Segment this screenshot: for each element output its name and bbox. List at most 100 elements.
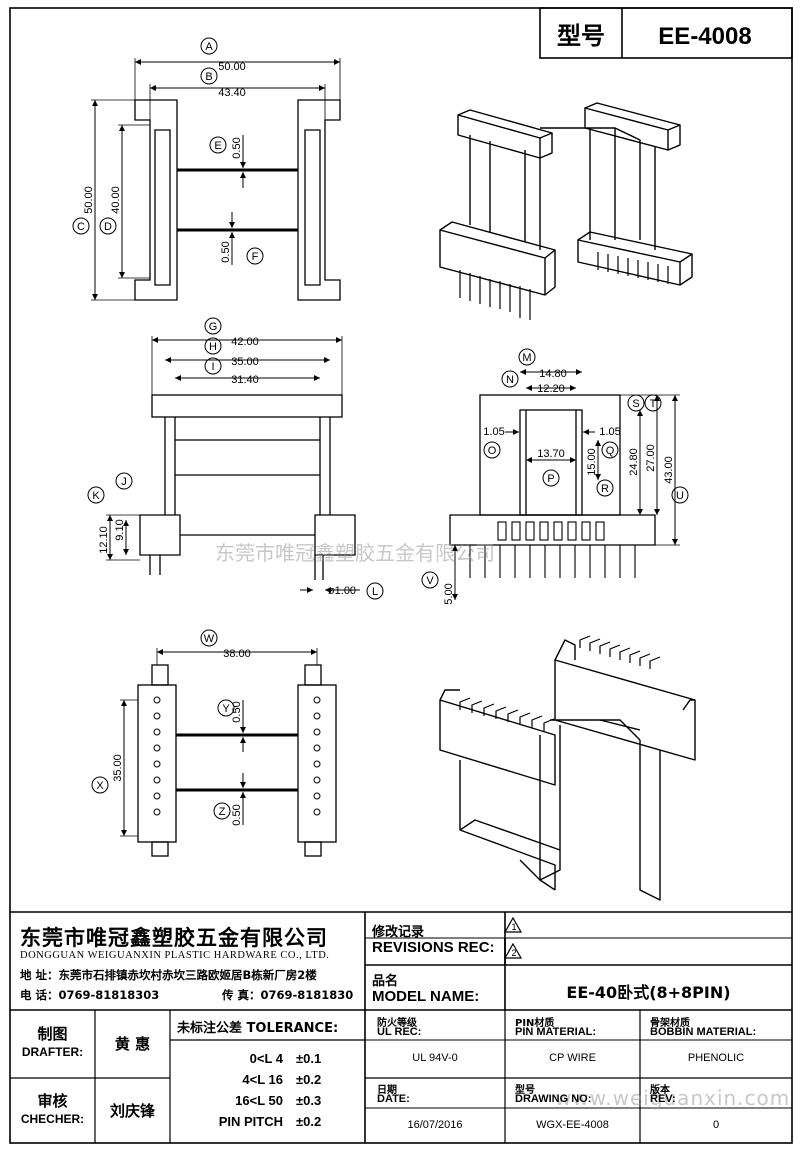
svg-text:A: A: [205, 41, 213, 53]
svg-text:L: L: [372, 586, 378, 598]
revisions-label-cn: 修改记录: [372, 925, 425, 940]
dim-x-value: 35.00: [112, 754, 124, 782]
outer-border: [9, 7, 793, 1144]
tolerance-value-1: ±0.1: [296, 1051, 322, 1066]
svg-text:X: X: [96, 780, 104, 792]
tolerance-range-1: 0<L 4: [249, 1051, 283, 1066]
dim-h-value: 35.00: [231, 356, 259, 368]
bobbin-label-en: BOBBIN MATERIAL:: [650, 1026, 757, 1038]
dim-m-value: 14.80: [539, 368, 567, 380]
pin-label-en: PIN MATERIAL:: [515, 1026, 597, 1038]
top-view: [91, 58, 341, 301]
revisions-label-en: REVISIONS REC:: [372, 939, 495, 956]
isometric-view-top: [439, 102, 693, 320]
rev-value: 0: [712, 1119, 720, 1131]
dim-l-value: ø1.00: [328, 585, 356, 597]
dim-r-value: 15.00: [586, 448, 598, 476]
tolerance-value-4: ±0.2: [296, 1114, 322, 1129]
drafter-label-en: DRAFTER:: [21, 1045, 84, 1059]
tolerance-range-4: PIN PITCH: [218, 1114, 283, 1129]
bobbin-label-cn: 骨架材质: [650, 1018, 690, 1029]
svg-text:T: T: [650, 398, 657, 410]
checker-label-en: CHECHER:: [20, 1112, 85, 1126]
checker-value: 刘庆锋: [109, 1102, 155, 1120]
bottom-view: [120, 648, 337, 857]
company-address: 地 址：东莞市石排镇赤坎村赤坎三路欧姬居B栋新厂房2楼: [20, 968, 317, 982]
header-model-value: EE-4008: [658, 23, 751, 50]
svg-text:R: R: [601, 483, 609, 495]
dim-z-value: 0.50: [231, 804, 243, 825]
dim-d-value: 40.00: [110, 186, 122, 214]
drawing-value: WGX-EE-4008: [536, 1119, 609, 1131]
dim-g-value: 42.00: [231, 336, 259, 348]
date-label-cn: 日期: [377, 1085, 397, 1096]
svg-text:Q: Q: [606, 445, 615, 457]
drafter-value: 黄 惠: [114, 1035, 151, 1053]
watermark-company: 东莞市唯冠鑫塑胶五金有限公司: [215, 541, 495, 565]
company-phone: 电 话：0769-81818303: [20, 988, 160, 1002]
pin-label-cn: PIN材质: [515, 1018, 555, 1029]
svg-text:W: W: [204, 633, 215, 645]
dim-a-value: 50.00: [218, 61, 246, 73]
rev-label-cn: 版本: [650, 1085, 670, 1096]
svg-text:K: K: [92, 490, 100, 502]
dim-k-value: 12.10: [98, 526, 110, 554]
svg-text:U: U: [676, 490, 684, 502]
rev-label-en: REV:: [650, 1093, 676, 1105]
drafter-label-cn: 制图: [37, 1025, 68, 1043]
svg-text:N: N: [506, 374, 514, 386]
svg-text:I: I: [211, 361, 214, 373]
model-name-label-en: MODEL NAME:: [372, 988, 480, 1005]
dim-b-value: 43.40: [218, 87, 246, 99]
dim-w-value: 38.00: [223, 648, 251, 660]
dim-q-value: 1.05: [599, 426, 620, 438]
company-name-en: DONGGUAN WEIGUANXIN PLASTIC HARDWARE CO.…: [20, 950, 330, 961]
isometric-view-bottom: [439, 635, 696, 901]
model-name-value: EE-40卧式(8+8PIN): [566, 983, 731, 1002]
front-view: [106, 336, 360, 593]
svg-text:J: J: [121, 476, 127, 488]
svg-text:S: S: [632, 398, 639, 410]
dim-i-value: 31.40: [231, 374, 259, 386]
svg-text:C: C: [77, 221, 85, 233]
svg-text:O: O: [488, 445, 497, 457]
pin-value: CP WIRE: [549, 1052, 596, 1064]
dim-o-value: 1.05: [483, 426, 504, 438]
svg-text:M: M: [522, 352, 531, 364]
ul-value: UL 94V-0: [412, 1052, 458, 1064]
svg-text:F: F: [252, 251, 259, 263]
dim-u-value: 43.00: [663, 456, 675, 484]
date-value: 16/07/2016: [407, 1119, 463, 1131]
checker-label-cn: 审核: [37, 1092, 68, 1110]
dim-j-value: 9.10: [114, 519, 126, 540]
svg-text:Z: Z: [219, 806, 226, 818]
tolerance-label: 未标注公差 TOLERANCE:: [177, 1021, 339, 1036]
bobbin-value: PHENOLIC: [687, 1052, 745, 1064]
svg-text:P: P: [547, 473, 554, 485]
svg-text:V: V: [426, 575, 434, 587]
dim-v-value: 5.00: [443, 583, 455, 604]
revision-mark-2: 2: [511, 948, 516, 958]
dim-t-value: 27.00: [645, 444, 657, 472]
svg-text:D: D: [104, 221, 112, 233]
svg-text:E: E: [214, 140, 221, 152]
drawing-label-en: DRAWING NO:: [515, 1093, 592, 1105]
dim-n-value: 12.20: [537, 383, 565, 395]
company-fax: 传 真：0769-8181830: [222, 988, 354, 1002]
tolerance-value-2: ±0.2: [296, 1072, 322, 1087]
drawing-label-cn: 型号: [515, 1085, 535, 1096]
header-model-box: [539, 7, 793, 59]
dim-f-value: 0.50: [220, 241, 232, 262]
ul-label-en: UL REC:: [377, 1026, 422, 1038]
side-view: [449, 369, 680, 600]
dim-e-value: 0.50: [231, 137, 243, 158]
tolerance-value-3: ±0.3: [296, 1093, 322, 1108]
svg-text:B: B: [205, 71, 212, 83]
header-model-label: 型号: [557, 22, 605, 50]
watermark-website: www.weiguanxin.com: [555, 1086, 791, 1110]
date-label-en: DATE:: [377, 1093, 410, 1105]
dim-c-value: 50.00: [83, 186, 95, 214]
svg-text:Y: Y: [222, 703, 230, 715]
